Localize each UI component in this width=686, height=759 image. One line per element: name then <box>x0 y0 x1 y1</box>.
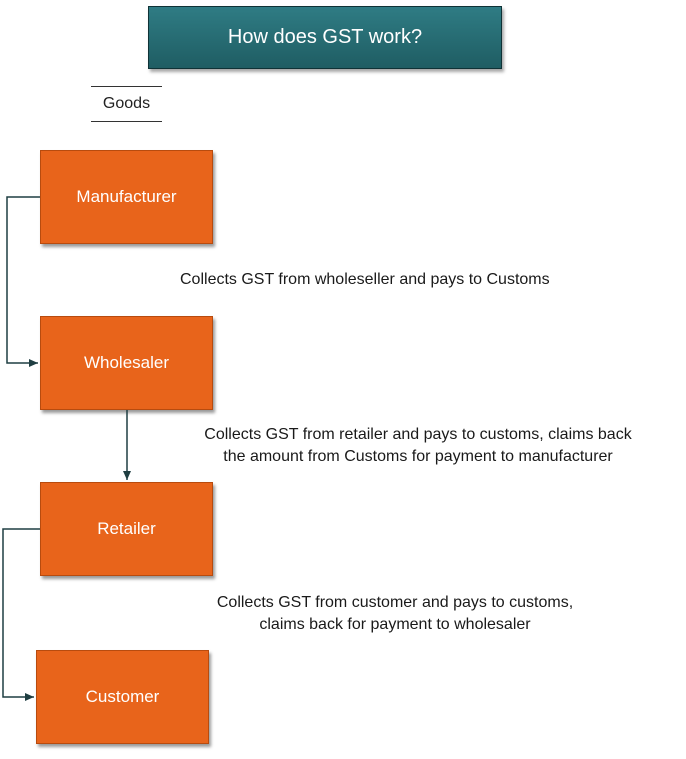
note-wholesaler: Collects GST from retailer and pays to c… <box>167 424 669 468</box>
node-manufacturer: Manufacturer <box>40 150 213 244</box>
goods-label: Goods <box>91 86 162 122</box>
note-wholesaler-line1: Collects GST from retailer and pays to c… <box>204 426 632 443</box>
diagram-title: How does GST work? <box>148 6 502 69</box>
connector-retailer-to-customer <box>2 528 40 701</box>
note-retailer: Collects GST from customer and pays to c… <box>186 592 604 636</box>
node-customer: Customer <box>36 650 209 744</box>
note-wholesaler-line2: the amount from Customs for payment to m… <box>223 448 613 465</box>
node-retailer: Retailer <box>40 482 213 576</box>
note-retailer-line2: claims back for payment to wholesaler <box>259 616 531 633</box>
note-retailer-line1: Collects GST from customer and pays to c… <box>216 594 574 611</box>
note-manufacturer: Collects GST from wholeseller and pays t… <box>180 271 550 288</box>
node-wholesaler: Wholesaler <box>40 316 213 410</box>
connector-manufacturer-to-wholesaler <box>6 196 40 367</box>
